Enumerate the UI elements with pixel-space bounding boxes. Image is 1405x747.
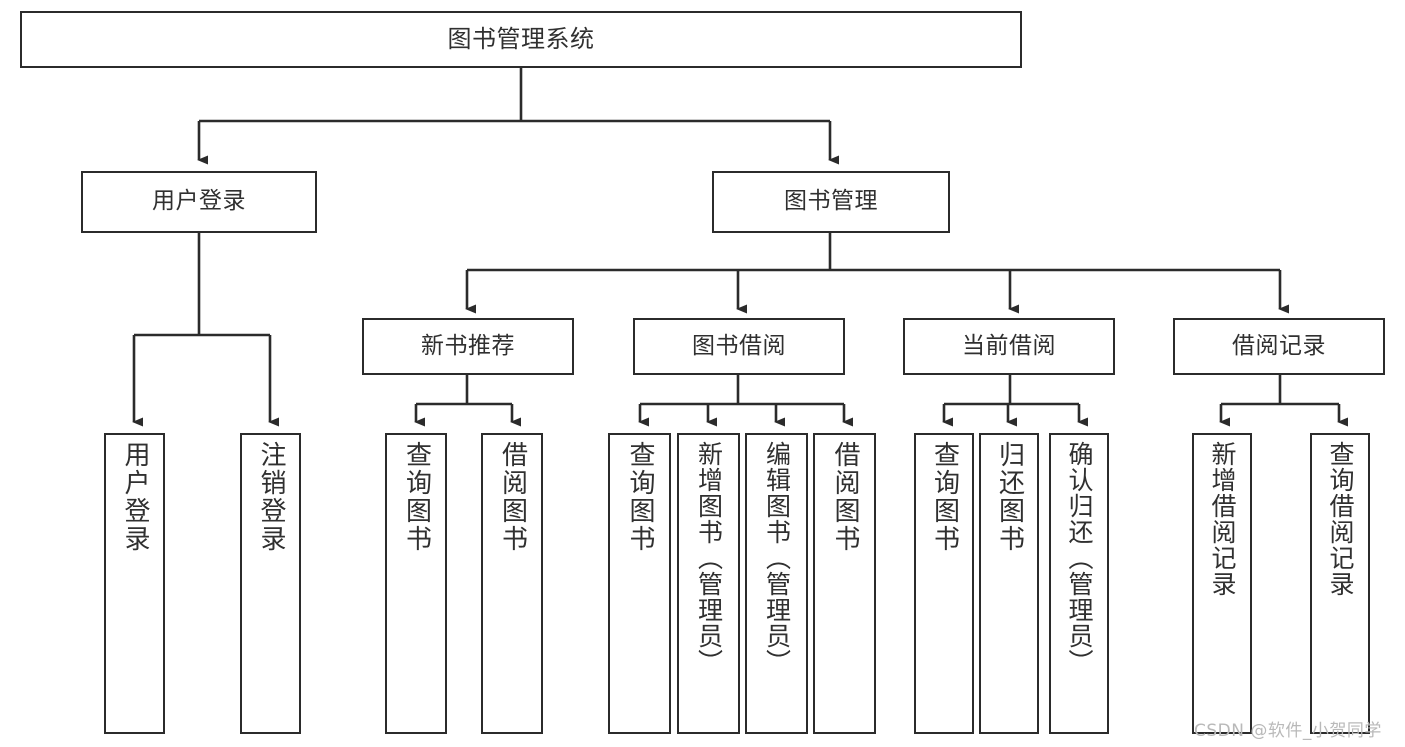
csdn-watermark: CSDN @软件_小贺同学 [1194, 721, 1382, 741]
leaf-query-book-2[interactable]: 查询图书 [608, 433, 671, 734]
node-root-book-management-system[interactable]: 图书管理系统 [20, 11, 1022, 68]
leaf-logout-login-label: 注销登录 [256, 441, 287, 553]
leaf-query-book-1-label: 查询图书 [401, 441, 432, 553]
node-new-book-recommend-label: 新书推荐 [421, 332, 515, 359]
leaf-user-login-label: 用户登录 [120, 441, 151, 553]
node-root-label: 图书管理系统 [447, 25, 595, 54]
node-borrow-record-label: 借阅记录 [1232, 332, 1326, 359]
node-user-login[interactable]: 用户登录 [81, 171, 317, 233]
leaf-borrow-book-1[interactable]: 借阅图书 [481, 433, 543, 734]
node-book-borrow[interactable]: 图书借阅 [633, 318, 845, 375]
leaf-borrow-book-2[interactable]: 借阅图书 [813, 433, 876, 734]
leaf-add-borrow-record[interactable]: 新增借阅记录 [1192, 433, 1252, 734]
leaf-borrow-book-1-label: 借阅图书 [497, 441, 528, 553]
node-book-manage-label: 图书管理 [784, 188, 878, 215]
leaf-query-book-3[interactable]: 查询图书 [914, 433, 974, 734]
leaf-return-book[interactable]: 归还图书 [979, 433, 1039, 734]
node-current-borrow-label: 当前借阅 [962, 332, 1056, 359]
leaf-query-borrow-record[interactable]: 查询借阅记录 [1310, 433, 1370, 734]
leaf-query-book-2-label: 查询图书 [625, 441, 656, 553]
leaf-borrow-book-2-label: 借阅图书 [830, 441, 861, 553]
leaf-query-book-3-label: 查询图书 [929, 441, 960, 553]
node-new-book-recommend[interactable]: 新书推荐 [362, 318, 574, 375]
leaf-edit-book-admin[interactable]: 编辑图书（管理员） [745, 433, 808, 734]
node-book-manage[interactable]: 图书管理 [712, 171, 950, 233]
node-book-borrow-label: 图书借阅 [692, 332, 786, 359]
leaf-confirm-return-admin[interactable]: 确认归还（管理员） [1049, 433, 1109, 734]
leaf-return-book-label: 归还图书 [994, 441, 1025, 553]
node-user-login-label: 用户登录 [152, 188, 246, 215]
leaf-query-book-1[interactable]: 查询图书 [385, 433, 447, 734]
leaf-confirm-return-admin-label: 确认归还（管理员） [1065, 441, 1094, 675]
leaf-logout-login[interactable]: 注销登录 [240, 433, 301, 734]
leaf-add-book-admin-label: 新增图书（管理员） [694, 441, 724, 675]
node-current-borrow[interactable]: 当前借阅 [903, 318, 1115, 375]
leaf-query-borrow-record-label: 查询借阅记录 [1326, 441, 1355, 597]
leaf-add-book-admin[interactable]: 新增图书（管理员） [677, 433, 740, 734]
leaf-user-login[interactable]: 用户登录 [104, 433, 165, 734]
leaf-add-borrow-record-label: 新增借阅记录 [1208, 441, 1237, 597]
leaf-edit-book-admin-label: 编辑图书（管理员） [762, 441, 792, 675]
node-borrow-record[interactable]: 借阅记录 [1173, 318, 1385, 375]
